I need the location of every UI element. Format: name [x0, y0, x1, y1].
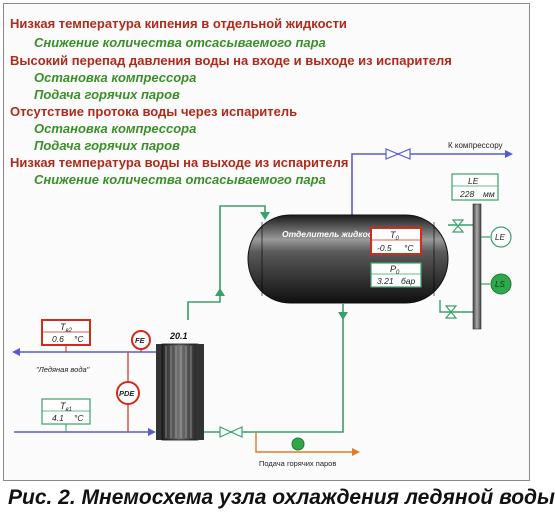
le-box-value: 228 [459, 189, 474, 199]
t0-value: -0.5 [377, 243, 392, 253]
pde-circle[interactable] [116, 381, 140, 405]
pde-label: PDE [119, 389, 135, 398]
p0-value: 3.21 [377, 276, 394, 286]
t0-unit: °C [404, 243, 414, 253]
t0-symbol: T [390, 230, 397, 240]
svg-text:Tв1: Tв1 [60, 401, 72, 413]
compressor-line [351, 150, 513, 228]
tw2-symbol: T [60, 322, 67, 332]
svg-text:Tв2: Tв2 [60, 322, 73, 334]
t0-indicator[interactable]: T0 -0.5 °C [370, 227, 422, 255]
alarm-action-4-1: Снижение количества отсасываемого пара [34, 172, 326, 187]
tw1-subscript: в1 [66, 407, 72, 413]
ls-circle-label: LS [495, 280, 505, 289]
evaporator [156, 343, 204, 441]
water-in-line [14, 428, 156, 436]
figure-caption: Рис. 2. Мнемосхема узла охлаждения ледян… [8, 486, 555, 509]
alarm-action-2-2: Подача горячих паров [34, 87, 180, 102]
p0-unit: бар [401, 276, 416, 286]
p0-subscript: 0 [396, 270, 400, 276]
hot-vapor-label: Подача горячих паров [259, 459, 336, 468]
level-gauge [439, 203, 482, 330]
valve-gauge-bottom[interactable] [444, 305, 458, 319]
tw2-value: 0.6 [52, 334, 64, 344]
vapor-return-line [187, 205, 270, 320]
p0-indicator[interactable]: P0 3.21 бар [370, 262, 422, 288]
le-box-unit: мм [483, 189, 495, 199]
le-box-label: LE [468, 176, 479, 186]
alarm-condition-1: Низкая температура кипения в отдельной ж… [10, 16, 347, 31]
tw1-symbol: T [60, 401, 67, 411]
tw2-unit: °C [74, 334, 84, 344]
to-compressor-label: К компрессору [448, 141, 503, 150]
valve-compressor-line[interactable] [385, 148, 411, 160]
process-diagram: К компрессору Отделитель жидкости T0 -0.… [12, 141, 513, 468]
hot-vapor-line [255, 432, 360, 456]
separator-label: Отделитель жидкости [282, 229, 386, 239]
valve-liquid-line[interactable] [219, 426, 243, 438]
liquid-supply-line [200, 303, 348, 433]
tw1-unit: °C [74, 413, 84, 423]
le-circle[interactable] [490, 226, 512, 248]
level-indicator-box[interactable]: LE 228 мм [451, 173, 499, 201]
tw2-indicator[interactable]: Tв2 0.6 °C [41, 319, 91, 352]
alarm-action-1-1: Снижение количества отсасываемого пара [34, 35, 326, 50]
p0-symbol: P [390, 264, 396, 274]
hot-vapor-valve[interactable] [291, 437, 305, 451]
valve-gauge-top[interactable] [451, 219, 465, 233]
ice-water-label: "Ледяная вода" [36, 365, 90, 374]
evaporator-label: 20.1 [169, 331, 188, 341]
tw1-value: 4.1 [52, 413, 64, 423]
alarm-condition-2: Высокий перепад давления воды на входе и… [10, 53, 452, 68]
ice-water-out-line [12, 348, 156, 356]
alarm-action-3-1: Остановка компрессора [34, 121, 197, 136]
tw2-subscript: в2 [66, 328, 73, 334]
ls-circle[interactable] [490, 273, 512, 295]
alarm-condition-3: Отсутствие протока воды через испаритель [10, 104, 298, 119]
fe-label: FE [135, 336, 146, 345]
le-circle-label: LE [495, 233, 505, 242]
alarm-action-3-2: Подача горячих паров [34, 138, 180, 153]
alarm-action-2-1: Остановка компрессора [34, 70, 197, 85]
svg-text:P0: P0 [390, 264, 400, 276]
svg-text:T0: T0 [390, 230, 400, 242]
alarm-condition-4: Низкая температура воды на выходе из исп… [10, 155, 349, 170]
t0-subscript: 0 [396, 236, 400, 242]
tw1-indicator[interactable]: Tв1 4.1 °C [41, 398, 91, 432]
